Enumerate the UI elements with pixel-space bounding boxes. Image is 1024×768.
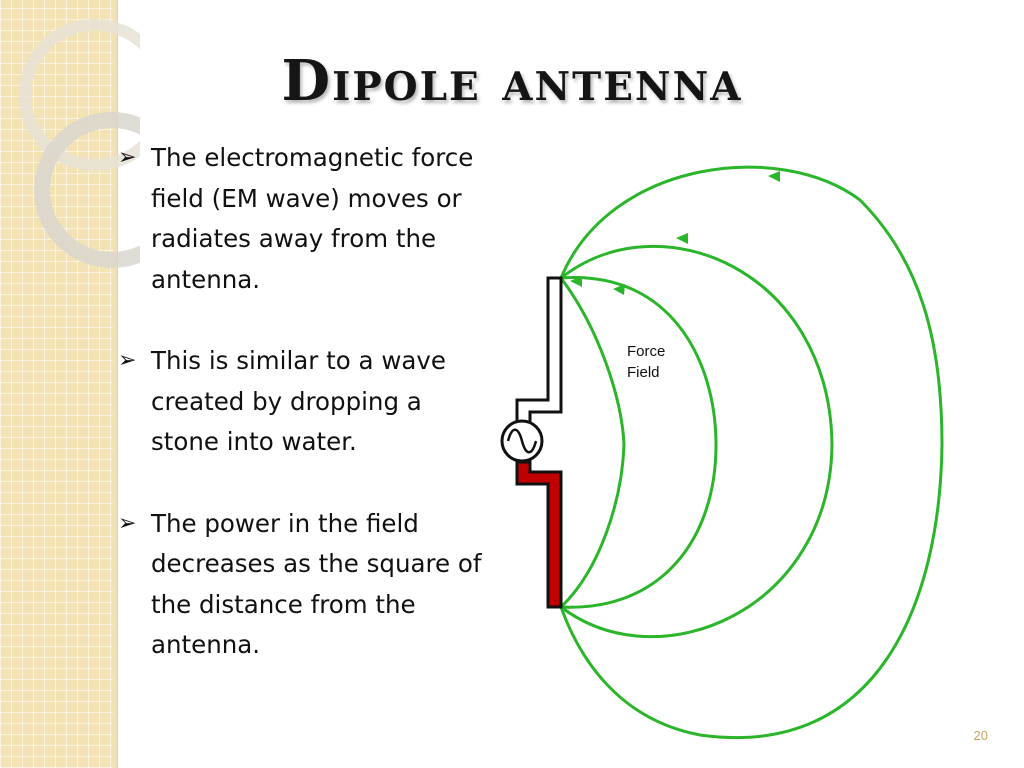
bullet-item: ➢ This is similar to a wave created by d…	[118, 341, 488, 463]
bullet-text: The electromagnetic force field (EM wave…	[151, 143, 474, 294]
bullet-item: ➢ The power in the field decreases as th…	[118, 504, 488, 666]
field-line-2	[560, 276, 718, 609]
arrowhead-icon	[570, 276, 582, 287]
bullet-text: This is similar to a wave created by dro…	[151, 346, 446, 456]
page-number: 20	[973, 728, 988, 743]
decorative-rings	[19, 19, 140, 268]
arrowhead-icon	[613, 284, 625, 295]
slide-title: Dipole antenna	[281, 48, 743, 114]
upper-antenna-element	[515, 276, 563, 430]
arrowhead-icon	[676, 233, 688, 244]
arrowheads	[570, 171, 780, 295]
ring-bottom	[34, 112, 140, 268]
force-field-label-line1: Force	[627, 343, 665, 360]
bullet-list: ➢ The electromagnetic force field (EM wa…	[118, 138, 488, 707]
bullet-text: The power in the field decreases as the …	[151, 508, 482, 660]
bullet-arrow-icon: ➢	[118, 510, 137, 536]
bullet-arrow-icon: ➢	[118, 348, 137, 373]
ring-top	[19, 19, 140, 171]
field-line-3	[560, 244, 834, 639]
sidebar-edge	[113, 0, 118, 768]
arrowhead-icon	[768, 171, 780, 182]
force-field-label-line2: Field	[627, 364, 660, 381]
field-line-4	[559, 165, 944, 739]
ac-source-icon	[500, 419, 544, 463]
field-lines	[559, 165, 944, 739]
field-line-1	[559, 277, 626, 609]
lower-antenna-element	[515, 460, 563, 609]
bullet-item: ➢ The electromagnetic force field (EM wa…	[118, 138, 488, 300]
bullet-arrow-icon: ➢	[118, 145, 137, 170]
